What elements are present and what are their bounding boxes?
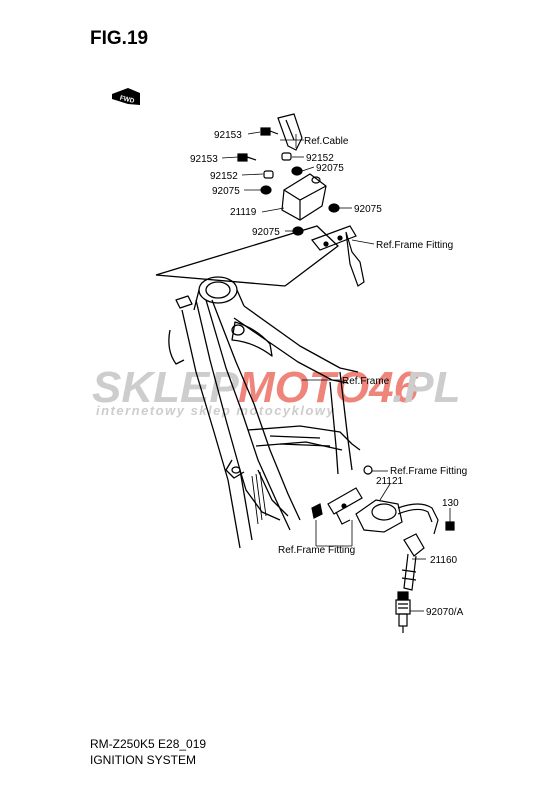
watermark-brand-part2: MOTO46 — [238, 363, 419, 412]
bolt-frame-fitting-lower-icon — [311, 503, 323, 519]
watermark: SKLEP MOTO46 .PL internetowy sklep motoc… — [92, 363, 460, 418]
part-labels: 92153 Ref.Cable 92153 92152 92075 92152 … — [190, 130, 467, 618]
label-92153-a: 92153 — [214, 130, 242, 141]
figure-title: FIG.19 — [90, 28, 149, 49]
label-ref-frame-fitting-mid: Ref.Frame Fitting — [390, 466, 467, 477]
label-92152-b: 92152 — [210, 171, 238, 182]
label-130: 130 — [442, 498, 459, 509]
fwd-arrow-icon: FWD — [112, 88, 140, 105]
grommet-92075-a-icon — [291, 166, 303, 176]
watermark-brand-part1: SKLEP — [92, 363, 239, 412]
bolt-92153-lower-icon — [237, 153, 257, 162]
label-ref-frame-fitting-bottom: Ref.Frame Fitting — [278, 545, 355, 556]
label-ref-cable: Ref.Cable — [304, 136, 349, 147]
frame-fitting-bracket-top-icon — [311, 225, 365, 287]
fwd-label: FWD — [119, 95, 135, 105]
label-92152-a: 92152 — [306, 153, 334, 164]
plug-cap-21160-icon — [401, 533, 425, 591]
coil-bracket-icon — [327, 487, 363, 525]
ignition-coil-21121-icon — [355, 499, 439, 535]
cdi-unit-21119-icon — [281, 173, 327, 221]
watermark-tagline: internetowy sklep motocyklowy — [96, 403, 335, 418]
label-ref-frame: Ref.Frame — [342, 376, 390, 387]
footer-model-code: RM-Z250K5 E28_019 — [90, 737, 207, 751]
bolt-92153-top-icon — [260, 127, 279, 136]
grommet-92075-d-icon — [292, 226, 304, 236]
watermark-brand-part3: .PL — [392, 363, 460, 412]
collar-92152-a-icon — [281, 152, 292, 161]
label-92075-c: 92075 — [354, 204, 382, 215]
label-ref-frame-fitting-top: Ref.Frame Fitting — [376, 240, 453, 251]
collar-92152-b-icon — [263, 170, 274, 179]
label-21160: 21160 — [430, 555, 458, 566]
footer-system-name: IGNITION SYSTEM — [90, 753, 197, 767]
grommet-92075-b-icon — [260, 185, 272, 195]
label-92075-a: 92075 — [316, 163, 344, 174]
bolt-frame-fitting-icon — [363, 465, 373, 475]
bolt-130-icon — [445, 521, 455, 531]
label-92075-b: 92075 — [212, 186, 240, 197]
label-21119: 21119 — [230, 207, 257, 218]
spark-plug-92070-icon — [395, 591, 411, 633]
label-92070a: 92070/A — [426, 607, 464, 618]
label-92153-b: 92153 — [190, 154, 218, 165]
label-21121: 21121 — [376, 476, 404, 487]
frame-drawing — [155, 225, 361, 549]
leader-lines — [221, 131, 451, 612]
top-parts — [237, 113, 365, 287]
grommet-92075-c-icon — [328, 203, 340, 213]
label-92075-d: 92075 — [252, 227, 280, 238]
coil-assembly — [311, 465, 455, 633]
